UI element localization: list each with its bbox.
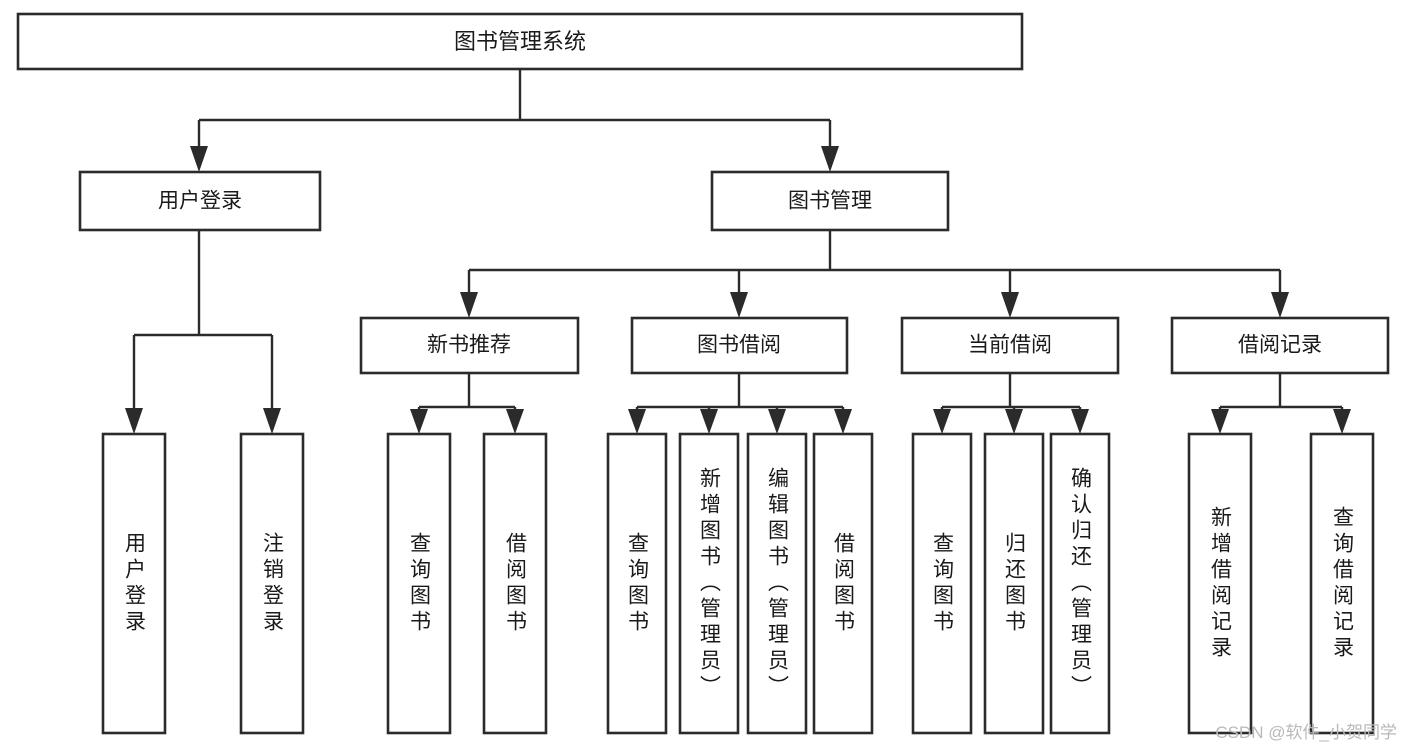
node-user-login-box[interactable]: [78, 170, 322, 232]
arrow-head-current-borrow: [1001, 292, 1019, 318]
node-new-book-recommend[interactable]: 新书推荐: [359, 316, 580, 375]
arrow-head-leaf-confirm-return-admin: [1071, 409, 1089, 434]
node-user-login[interactable]: 用户登录: [78, 170, 322, 232]
leaf-query-book-3-box[interactable]: [911, 432, 973, 735]
leaf-return-book-box[interactable]: [983, 432, 1045, 735]
csdn-watermark: CSDN @软件_小贺同学: [1215, 723, 1397, 742]
arrow-head-leaf-return-book: [1005, 409, 1023, 434]
arrow-head-user-login: [190, 146, 208, 172]
node-book-manage-box[interactable]: [710, 170, 950, 232]
node-borrow-record[interactable]: 借阅记录: [1170, 316, 1390, 375]
leaf-borrow-book-1-box[interactable]: [482, 432, 548, 735]
node-book-borrow-box[interactable]: [630, 316, 849, 375]
node-current-borrow[interactable]: 当前借阅: [900, 316, 1120, 375]
arrow-head-leaf-query-book-2: [628, 409, 646, 434]
arrow-head-leaf-query-book-1: [410, 409, 428, 434]
node-user-login-label: 用户登录: [158, 190, 242, 213]
leaf-add-book-admin-box[interactable]: [678, 432, 740, 735]
arrow-head-leaf-edit-book-admin: [768, 409, 786, 434]
leaf-borrow-book-2-box[interactable]: [812, 432, 874, 735]
leaf-box-group: [101, 432, 1375, 735]
node-current-borrow-box[interactable]: [900, 316, 1120, 375]
arrow-head-leaf-query-borrow-record: [1333, 409, 1351, 434]
node-root-label: 图书管理系统: [454, 29, 586, 54]
node-root-box[interactable]: [16, 12, 1024, 71]
node-book-borrow-label: 图书借阅: [697, 334, 781, 357]
leaf-logout-box[interactable]: [239, 432, 305, 735]
arrow-head-new-book-recommend: [460, 292, 478, 318]
node-borrow-record-box[interactable]: [1170, 316, 1390, 375]
arrow-head-borrow-record: [1271, 292, 1289, 318]
leaf-user-login-box[interactable]: [101, 432, 167, 735]
leaf-query-book-1-box[interactable]: [386, 432, 452, 735]
node-root[interactable]: 图书管理系统: [16, 12, 1024, 71]
node-borrow-record-label: 借阅记录: [1238, 334, 1322, 357]
node-new-book-recommend-label: 新书推荐: [427, 334, 511, 357]
leaf-edit-book-admin-box[interactable]: [746, 432, 808, 735]
connector-group: [125, 69, 1351, 434]
node-current-borrow-label: 当前借阅: [968, 334, 1052, 357]
arrow-head-leaf-borrow-book-2: [834, 409, 852, 434]
leaf-confirm-return-admin-box[interactable]: [1049, 432, 1111, 735]
leaf-add-borrow-record-box[interactable]: [1187, 432, 1253, 735]
arrow-head-book-borrow: [730, 292, 748, 318]
node-book-borrow[interactable]: 图书借阅: [630, 316, 849, 375]
arrow-head-leaf-user-login: [125, 408, 143, 434]
arrow-head-leaf-add-borrow-record: [1211, 409, 1229, 434]
arrow-head-leaf-borrow-book-1: [506, 409, 524, 434]
leaf-query-borrow-record-box[interactable]: [1309, 432, 1375, 735]
node-book-manage[interactable]: 图书管理: [710, 170, 950, 232]
arrow-head-leaf-query-book-3: [933, 409, 951, 434]
node-new-book-recommend-box[interactable]: [359, 316, 580, 375]
leaf-query-book-2-box[interactable]: [606, 432, 668, 735]
arrow-head-leaf-logout: [263, 408, 281, 434]
arrow-head-leaf-add-book-admin: [700, 409, 718, 434]
node-book-manage-label: 图书管理: [788, 190, 872, 213]
arrow-head-book-manage: [821, 146, 839, 172]
